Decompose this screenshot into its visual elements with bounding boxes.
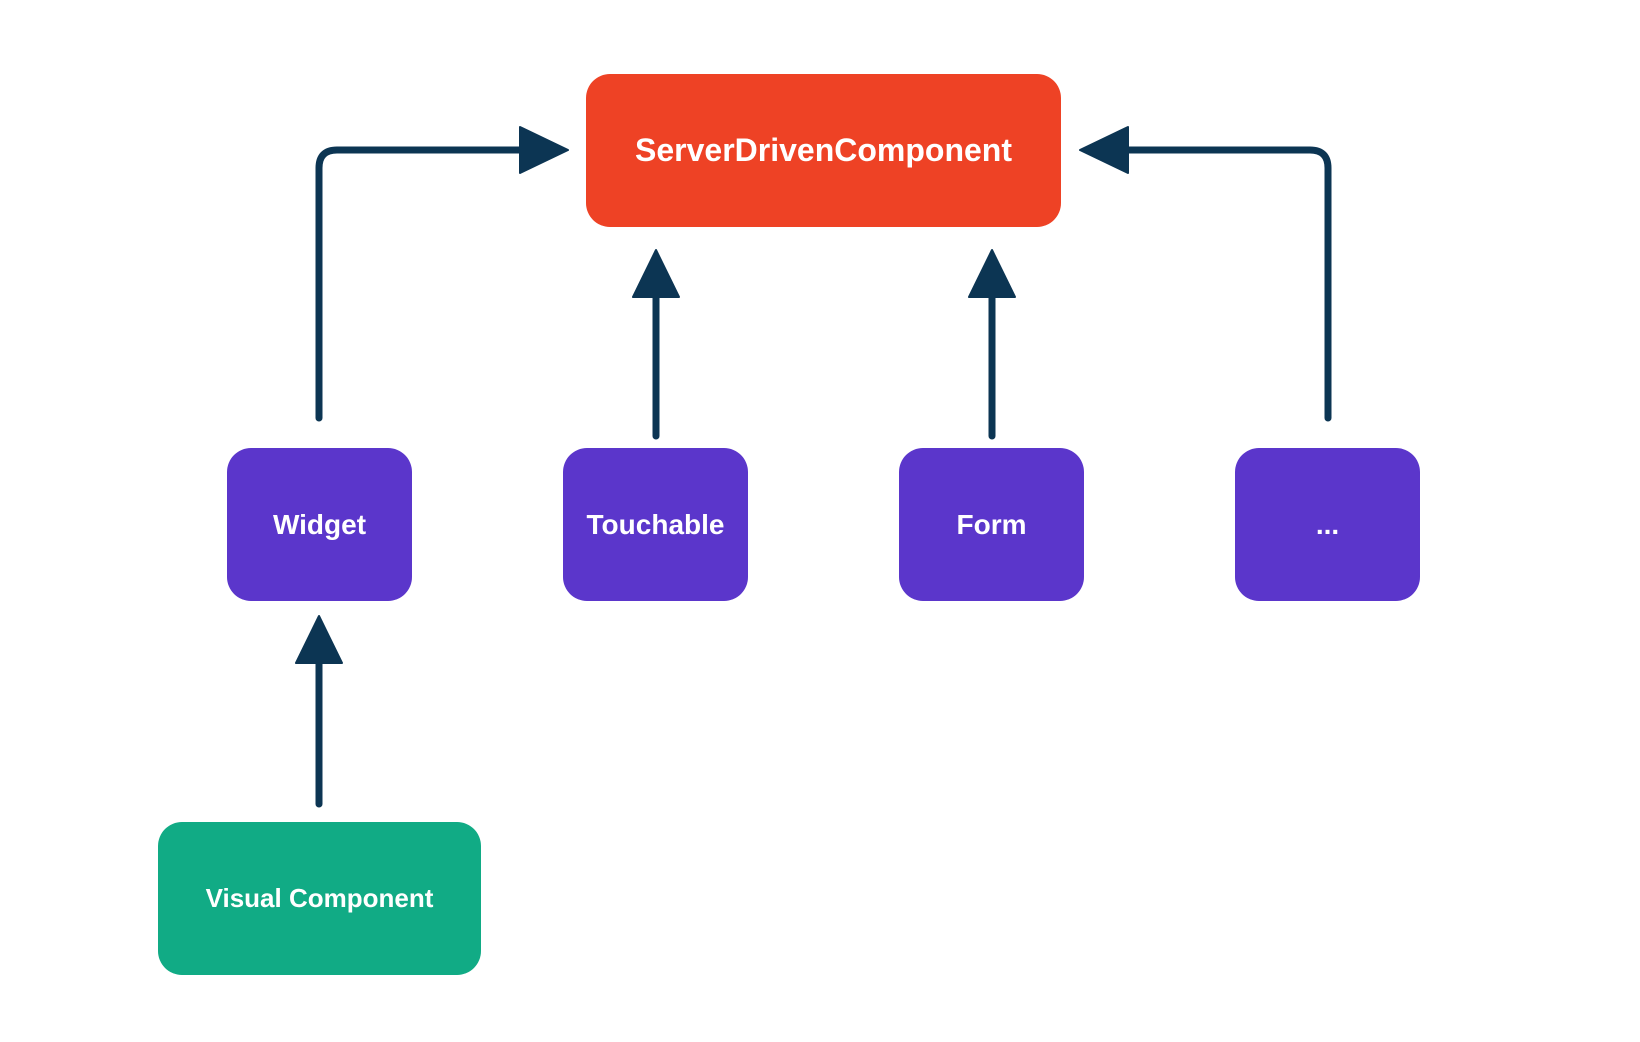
node-server-driven-component: ServerDrivenComponent: [586, 74, 1061, 227]
node-more: ...: [1235, 448, 1420, 601]
node-label: Visual Component: [205, 883, 434, 913]
node-touchable: Touchable: [563, 448, 748, 601]
arrowhead-form-to-root: [968, 249, 1016, 298]
node-label: Touchable: [586, 508, 725, 540]
arrow-more-to-root: [1117, 146, 1332, 422]
node-label: ...: [1315, 508, 1340, 540]
arrow-widget-to-root: [315, 146, 530, 422]
node-label: ServerDrivenComponent: [635, 132, 1012, 168]
node-visual-component: Visual Component: [158, 822, 481, 975]
arrowhead-visual-to-widget: [295, 615, 343, 664]
node-form: Form: [899, 448, 1084, 601]
node-widget: Widget: [227, 448, 412, 601]
arrowhead-widget-to-root: [519, 126, 569, 174]
arrowhead-more-to-root: [1079, 126, 1129, 174]
arrowhead-touchable-to-root: [632, 249, 680, 298]
node-label: Form: [956, 508, 1027, 540]
node-label: Widget: [272, 508, 367, 540]
